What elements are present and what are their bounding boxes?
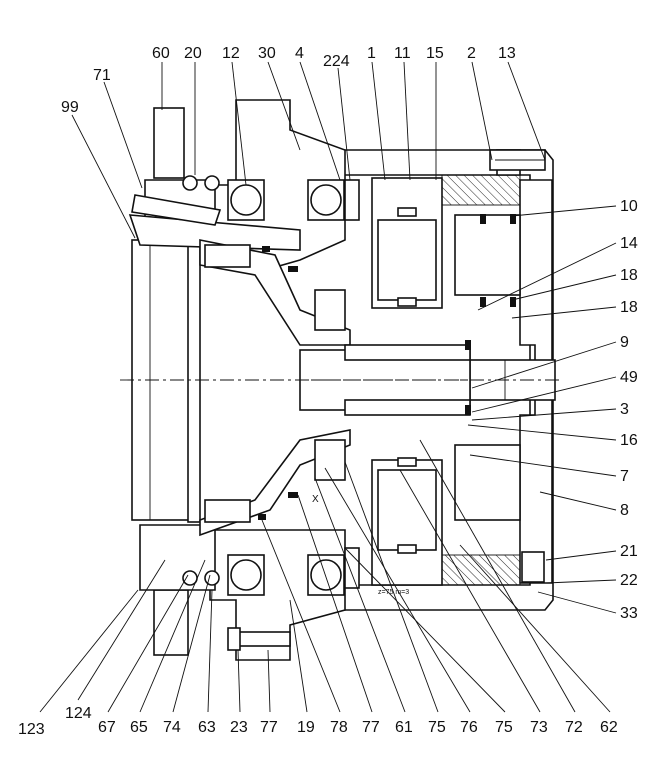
label-77a: 77: [260, 719, 278, 736]
label-7: 7: [620, 468, 629, 485]
label-224: 224: [323, 53, 350, 70]
label-33: 33: [620, 605, 638, 622]
label-30: 30: [258, 45, 276, 62]
label-72: 72: [565, 719, 583, 736]
brake-pack: [204, 244, 346, 523]
label-15: 15: [426, 45, 444, 62]
label-67: 67: [98, 719, 116, 736]
label-3: 3: [620, 401, 629, 418]
label-16: 16: [620, 432, 638, 449]
label-14: 14: [620, 235, 638, 252]
label-1: 1: [367, 45, 376, 62]
callout-labels: 60 20 12 30 4 224 1 11 15 2 13 71 99 10 …: [18, 45, 638, 738]
label-123: 123: [18, 721, 45, 738]
label-99: 99: [61, 99, 79, 116]
label-23: 23: [230, 719, 248, 736]
label-71: 71: [93, 67, 111, 84]
label-4: 4: [295, 45, 304, 62]
label-65: 65: [130, 719, 148, 736]
label-63: 63: [198, 719, 216, 736]
sun-shaft: [299, 214, 521, 521]
label-9: 9: [620, 334, 629, 351]
label-20: 20: [184, 45, 202, 62]
leader-lines: [39, 61, 617, 713]
label-21: 21: [620, 543, 638, 560]
label-77b: 77: [362, 719, 380, 736]
label-12: 12: [222, 45, 240, 62]
label-8: 8: [620, 502, 629, 519]
label-11: 11: [394, 45, 411, 62]
planet-gears: [371, 174, 521, 586]
label-78: 78: [330, 719, 348, 736]
label-13: 13: [498, 45, 516, 62]
label-61: 61: [395, 719, 413, 736]
label-49: 49: [620, 369, 638, 386]
section-mark: X: [312, 494, 319, 505]
label-2: 2: [467, 45, 476, 62]
label-62: 62: [600, 719, 618, 736]
label-75a: 75: [428, 719, 446, 736]
label-18b: 18: [620, 299, 638, 316]
label-73: 73: [530, 719, 548, 736]
label-10: 10: [620, 198, 638, 215]
label-75b: 75: [495, 719, 513, 736]
label-74: 74: [163, 719, 181, 736]
label-60: 60: [152, 45, 170, 62]
label-18a: 18: [620, 267, 638, 284]
label-19: 19: [297, 719, 315, 736]
label-76: 76: [460, 719, 478, 736]
label-22: 22: [620, 572, 638, 589]
bearings: [182, 175, 360, 596]
label-124: 124: [65, 705, 92, 722]
